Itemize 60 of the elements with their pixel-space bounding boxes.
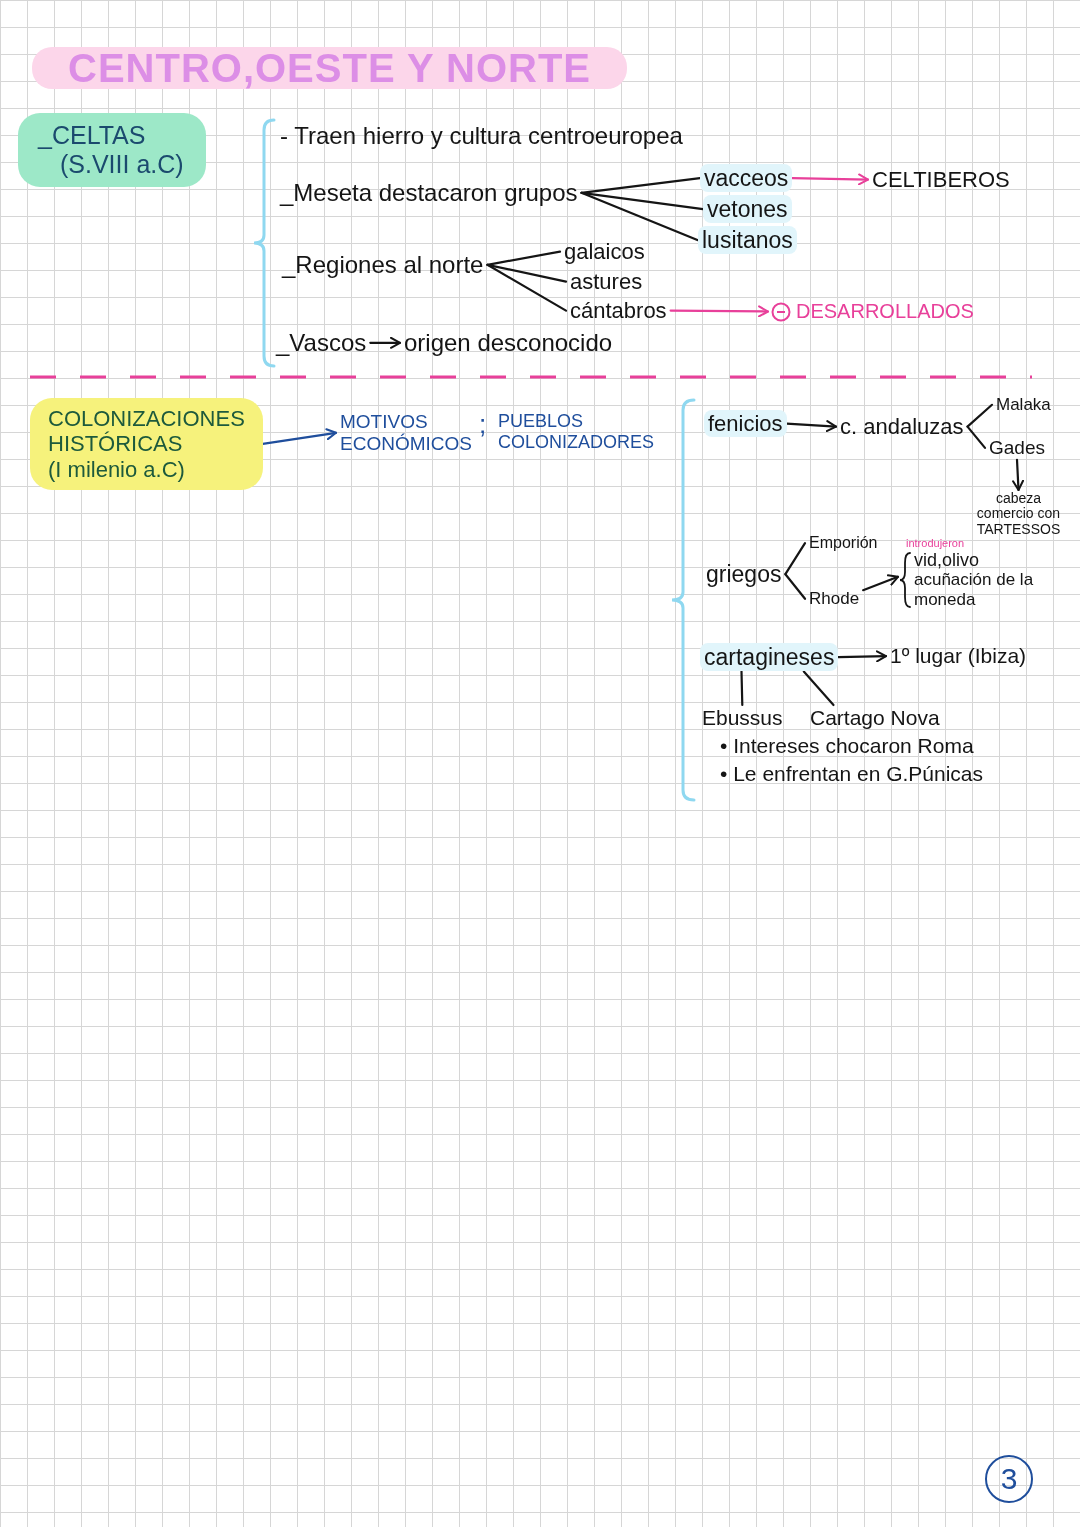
branch-line [580, 177, 702, 194]
concept-text: Emporión [805, 533, 882, 554]
concept-text: Ebussus [698, 705, 787, 732]
concept-text: Rhode [805, 588, 864, 610]
annotation-text: introdujeron [906, 537, 965, 550]
concept-text: CELTIBEROS [868, 166, 1014, 194]
punctuation-mark: ; [479, 410, 487, 440]
branch-line [486, 263, 568, 312]
highlighted-text: lusitanos [698, 226, 797, 255]
branch-line [740, 670, 744, 707]
concept-text: astures [566, 268, 647, 296]
branch-line [784, 573, 807, 600]
concept-text: DESARROLLADOS [796, 300, 974, 323]
arrow [669, 305, 770, 318]
arrow [837, 650, 888, 663]
page-title: CENTRO,OESTE Y NORTE [32, 47, 628, 89]
branch-line [580, 191, 700, 242]
highlighted-text: vetones [703, 195, 792, 224]
list-item-text: vid,olivo [914, 549, 980, 571]
arrow [261, 428, 338, 445]
concept-text: c. andaluzas [836, 413, 968, 441]
concept-text: origen desconocido [400, 328, 617, 358]
highlighted-text: fenicios [704, 410, 787, 438]
bullet-note-text: • Le enfrentan en G.Púnicas [720, 762, 984, 787]
concept-text: _Meseta destacaron grupos [276, 178, 582, 208]
arrow [369, 336, 402, 349]
concept-text: _Regiones al norte [278, 250, 488, 280]
subtitle-text: (S.VIII a.C) [60, 149, 184, 179]
concept-text: Cartago Nova [806, 705, 944, 732]
branch-line [486, 250, 562, 266]
branch-line [802, 670, 835, 707]
concept-text: PUEBLOS COLONIZADORES [494, 410, 658, 454]
concept-text: cabeza comercio con TARTESSOS [962, 490, 1075, 539]
list-item-text: acuñación de la moneda [914, 570, 1035, 610]
list-item-text: - Traen hierro y cultura centroeuropea [280, 122, 683, 150]
heading-text: COLONIZACIONES HISTÓRICAS [48, 406, 245, 457]
highlight-box [30, 398, 263, 490]
concept-text: cántabros [566, 297, 671, 325]
concept-text: Gades [985, 436, 1049, 460]
branch-line [784, 542, 807, 576]
branch-line [486, 263, 568, 283]
concept-text: griegos [702, 560, 786, 589]
highlighted-text: vacceos [700, 164, 793, 193]
concept-text: galaicos [560, 238, 649, 266]
concept-text: 1º lugar (Ibiza) [886, 643, 1031, 670]
branch-line [966, 425, 987, 449]
bullet-note-text: • Intereses chocaron Roma [720, 734, 974, 759]
concept-text: MOTIVOS ECONÓMICOS [336, 410, 476, 456]
heading-text: _CELTAS [38, 121, 146, 150]
branch-line [966, 403, 994, 428]
arrow [1012, 458, 1025, 492]
highlighted-text: cartagineses [700, 643, 839, 672]
subtitle-text: (I milenio a.C) [48, 456, 185, 482]
page-number: 3 [985, 1455, 1033, 1503]
arrow [785, 420, 838, 433]
highlight-box [18, 113, 206, 187]
arrow [862, 574, 900, 592]
concept-text: _Vascos [272, 328, 371, 358]
arrow [791, 173, 870, 186]
concept-text: Malaka [992, 394, 1055, 416]
